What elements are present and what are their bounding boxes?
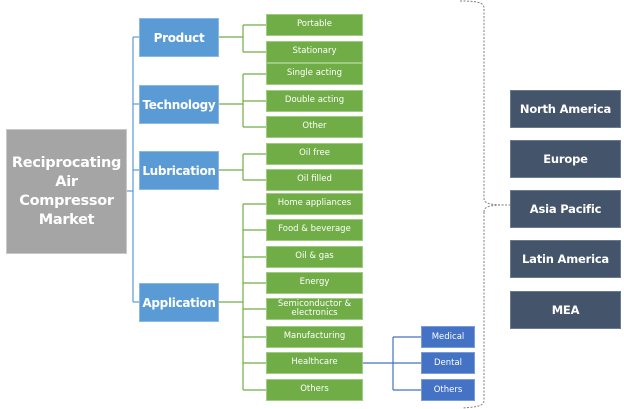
sub-others: Others: [421, 379, 475, 401]
region-europe: Europe: [510, 140, 621, 178]
category-product: Product: [139, 18, 219, 57]
leaf-double-acting: Double acting: [266, 90, 363, 112]
region-latin-america: Latin America: [510, 240, 621, 278]
category-application: Application: [139, 283, 219, 322]
leaf-other: Other: [266, 116, 363, 138]
region-mea: MEA: [510, 291, 621, 329]
leaf-energy: Energy: [266, 272, 363, 294]
healthcare-connectors: [363, 336, 421, 391]
region-brace: [459, 0, 511, 409]
sub-medical: Medical: [421, 326, 475, 348]
leaf-oil-gas: Oil & gas: [266, 246, 363, 268]
leaf-stationary: Stationary: [266, 41, 363, 63]
sub-dental: Dental: [421, 352, 475, 374]
leaf-oil-filled: Oil filled: [266, 169, 363, 191]
market-root-node: Reciprocating Air Compressor Market: [6, 129, 127, 254]
leaf-home-appliances: Home appliances: [266, 193, 363, 215]
category-lubrication: Lubrication: [139, 151, 219, 190]
leaf-food-beverage: Food & beverage: [266, 219, 363, 241]
region-asia-pacific: Asia Pacific: [510, 190, 621, 228]
category-technology: Technology: [139, 85, 219, 124]
leaf-portable: Portable: [266, 14, 363, 36]
leaf-single-acting: Single acting: [266, 63, 363, 85]
leaf-semiconductor-electronics: Semiconductor & electronics: [266, 298, 363, 320]
root-connectors: [127, 36, 139, 303]
leaf-healthcare: Healthcare: [266, 352, 363, 374]
region-north-america: North America: [510, 90, 621, 128]
leaf-manufacturing: Manufacturing: [266, 326, 363, 348]
category-connectors: [219, 24, 266, 391]
leaf-others: Others: [266, 379, 363, 401]
leaf-oil-free: Oil free: [266, 143, 363, 165]
